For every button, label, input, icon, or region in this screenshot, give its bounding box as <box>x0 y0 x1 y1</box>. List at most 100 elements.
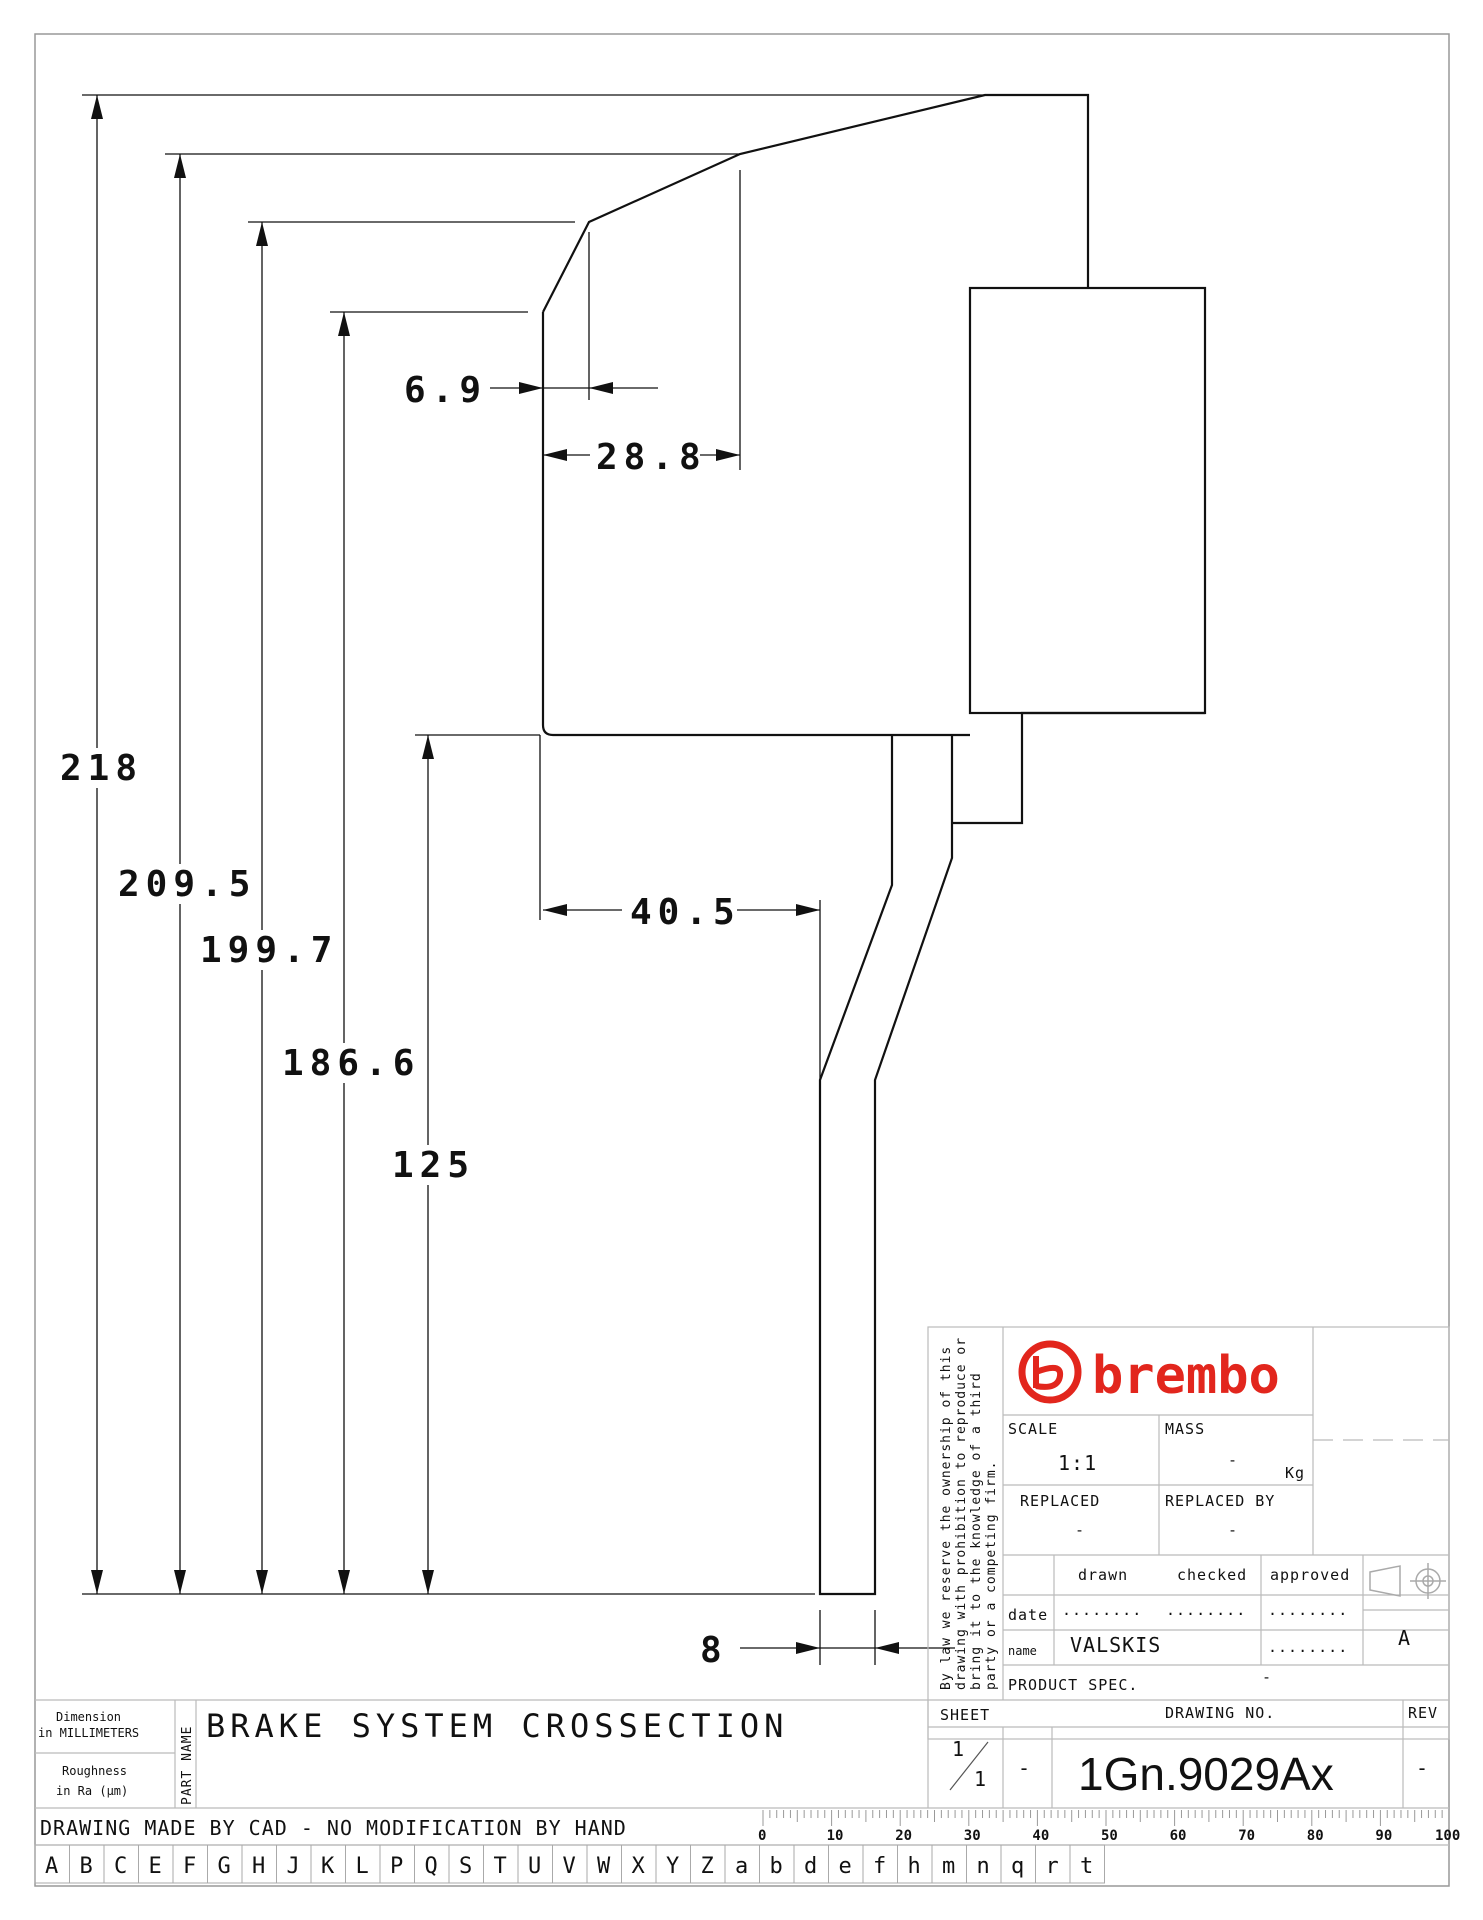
grid-letter: A <box>45 1854 58 1879</box>
grid-letter: G <box>218 1854 231 1879</box>
grid-letter: P <box>390 1854 403 1879</box>
grid-letter: C <box>114 1854 127 1879</box>
ruler-label: 50 <box>1101 1828 1118 1844</box>
copyright-line-3: bring it to the knowledge of a third <box>969 1372 984 1690</box>
grid-letter: J <box>287 1854 300 1879</box>
scale-value: 1:1 <box>1058 1451 1097 1475</box>
grid-letter: q <box>1011 1854 1024 1879</box>
date-label: date <box>1008 1606 1048 1624</box>
mass-value: - <box>1228 1451 1238 1469</box>
cad-note: DRAWING MADE BY CAD - NO MODIFICATION BY… <box>40 1816 627 1840</box>
dimension-lines <box>82 94 985 1665</box>
dim-218: 218 <box>60 748 143 789</box>
dim-186-6: 186.6 <box>282 1043 420 1084</box>
part-name: BRAKE SYSTEM CROSSECTION <box>206 1707 788 1745</box>
dim-199-7: 199.7 <box>200 930 338 971</box>
sheet-dash: - <box>1018 1756 1031 1780</box>
part-name-label: PART NAME <box>180 1726 195 1805</box>
grid-letter: T <box>494 1854 507 1879</box>
grid-letter: V <box>563 1854 576 1879</box>
dim-125: 125 <box>392 1145 475 1186</box>
grid-letter: S <box>459 1854 472 1879</box>
grid-letter: U <box>528 1854 541 1879</box>
replaced-by-label: REPLACED BY <box>1165 1492 1275 1510</box>
grid-letter: Q <box>425 1854 438 1879</box>
drawing-no: 1Gn.9029Ax <box>1078 1748 1334 1800</box>
sheet-border <box>34 33 1450 1887</box>
projection-symbol-icon <box>1369 1563 1446 1599</box>
drawn-name: VALSKIS <box>1070 1633 1161 1657</box>
brembo-logo: brembo <box>1018 1340 1280 1406</box>
grid-letter: t <box>1080 1854 1093 1879</box>
dim-28-8: 28.8 <box>596 437 707 478</box>
grid-letter: Y <box>666 1854 679 1879</box>
grid-letter: m <box>942 1854 955 1879</box>
grid-letter: b <box>770 1854 783 1879</box>
drawn-label: drawn <box>1078 1566 1128 1584</box>
dim-40-5: 40.5 <box>630 892 741 933</box>
name-label: name <box>1008 1644 1037 1658</box>
ruler-label: 70 <box>1238 1828 1255 1844</box>
roughness-note-2: in Ra (µm) <box>56 1784 128 1798</box>
scale-ruler: 0 10 20 30 40 50 60 70 80 90 100 <box>758 1810 1460 1844</box>
dimension-note-2: in MILLIMETERS <box>38 1726 139 1740</box>
grid-letter: K <box>321 1854 335 1879</box>
sheet-slash <box>949 1741 989 1791</box>
grid-letter: Z <box>701 1854 714 1879</box>
sheet-label: SHEET <box>940 1706 990 1724</box>
checked-label: checked <box>1177 1566 1247 1584</box>
grid-letter: h <box>908 1854 921 1879</box>
grid-letter: B <box>80 1854 93 1879</box>
roughness-note-1: Roughness <box>62 1764 127 1778</box>
arrowheads <box>91 95 899 1654</box>
product-spec-label: PRODUCT SPEC. <box>1008 1676 1138 1694</box>
grid-letter: E <box>149 1854 162 1879</box>
grid-letter: e <box>839 1854 852 1879</box>
date-checked: ........ <box>1166 1601 1246 1619</box>
mass-unit: Kg <box>1285 1464 1305 1482</box>
ruler-label: 90 <box>1375 1828 1392 1844</box>
date-drawn: ........ <box>1062 1601 1142 1619</box>
dim-8: 8 <box>700 1630 728 1671</box>
sheet-num: 1 <box>952 1737 965 1761</box>
dimension-note-1: Dimension <box>56 1710 121 1724</box>
grid-cell <box>1069 1844 1105 1884</box>
grid-letter: a <box>735 1854 748 1879</box>
grid-letter: X <box>632 1854 646 1879</box>
ruler-label: 100 <box>1435 1828 1460 1844</box>
name-approved: ........ <box>1268 1638 1348 1656</box>
part-outline <box>541 93 1207 1596</box>
scale-label: SCALE <box>1008 1420 1058 1438</box>
ruler-label: 60 <box>1170 1828 1187 1844</box>
ruler-label: 10 <box>827 1828 844 1844</box>
ruler-label: 30 <box>964 1828 981 1844</box>
date-approved: ........ <box>1268 1601 1348 1619</box>
copyright-line-4: party or a competing firm. <box>984 1461 999 1691</box>
product-spec-value: - <box>1262 1668 1272 1686</box>
grid-letter: r <box>1046 1854 1059 1879</box>
grid-letter: H <box>252 1854 265 1879</box>
ruler-label: 80 <box>1307 1828 1324 1844</box>
ruler-label: 40 <box>1032 1828 1049 1844</box>
rev-value: - <box>1416 1756 1429 1780</box>
sheet-total: 1 <box>974 1767 987 1791</box>
grid-letter: W <box>597 1854 611 1879</box>
copyright-line-1: By law we reserve the ownership of this <box>939 1346 954 1690</box>
replaced-by-value: - <box>1228 1521 1238 1539</box>
replaced-label: REPLACED <box>1020 1492 1100 1510</box>
grid-letter: F <box>183 1854 196 1879</box>
replaced-value: - <box>1075 1521 1085 1539</box>
rev-label: REV <box>1408 1704 1438 1722</box>
dimension-labels: 218 209.5 199.7 186.6 125 6.9 28.8 40.5 … <box>55 370 741 1671</box>
ruler-label: 0 <box>758 1828 766 1844</box>
approved-label: approved <box>1270 1566 1350 1584</box>
grid-letter: f <box>873 1854 886 1879</box>
brembo-wordmark: brembo <box>1092 1346 1280 1406</box>
grid-letter: d <box>804 1854 817 1879</box>
ruler-label: 20 <box>895 1828 912 1844</box>
dim-6-9: 6.9 <box>404 370 487 411</box>
mass-label: MASS <box>1165 1420 1205 1438</box>
grid-letter: L <box>356 1854 369 1879</box>
drawing-no-label: DRAWING NO. <box>1165 1704 1275 1722</box>
